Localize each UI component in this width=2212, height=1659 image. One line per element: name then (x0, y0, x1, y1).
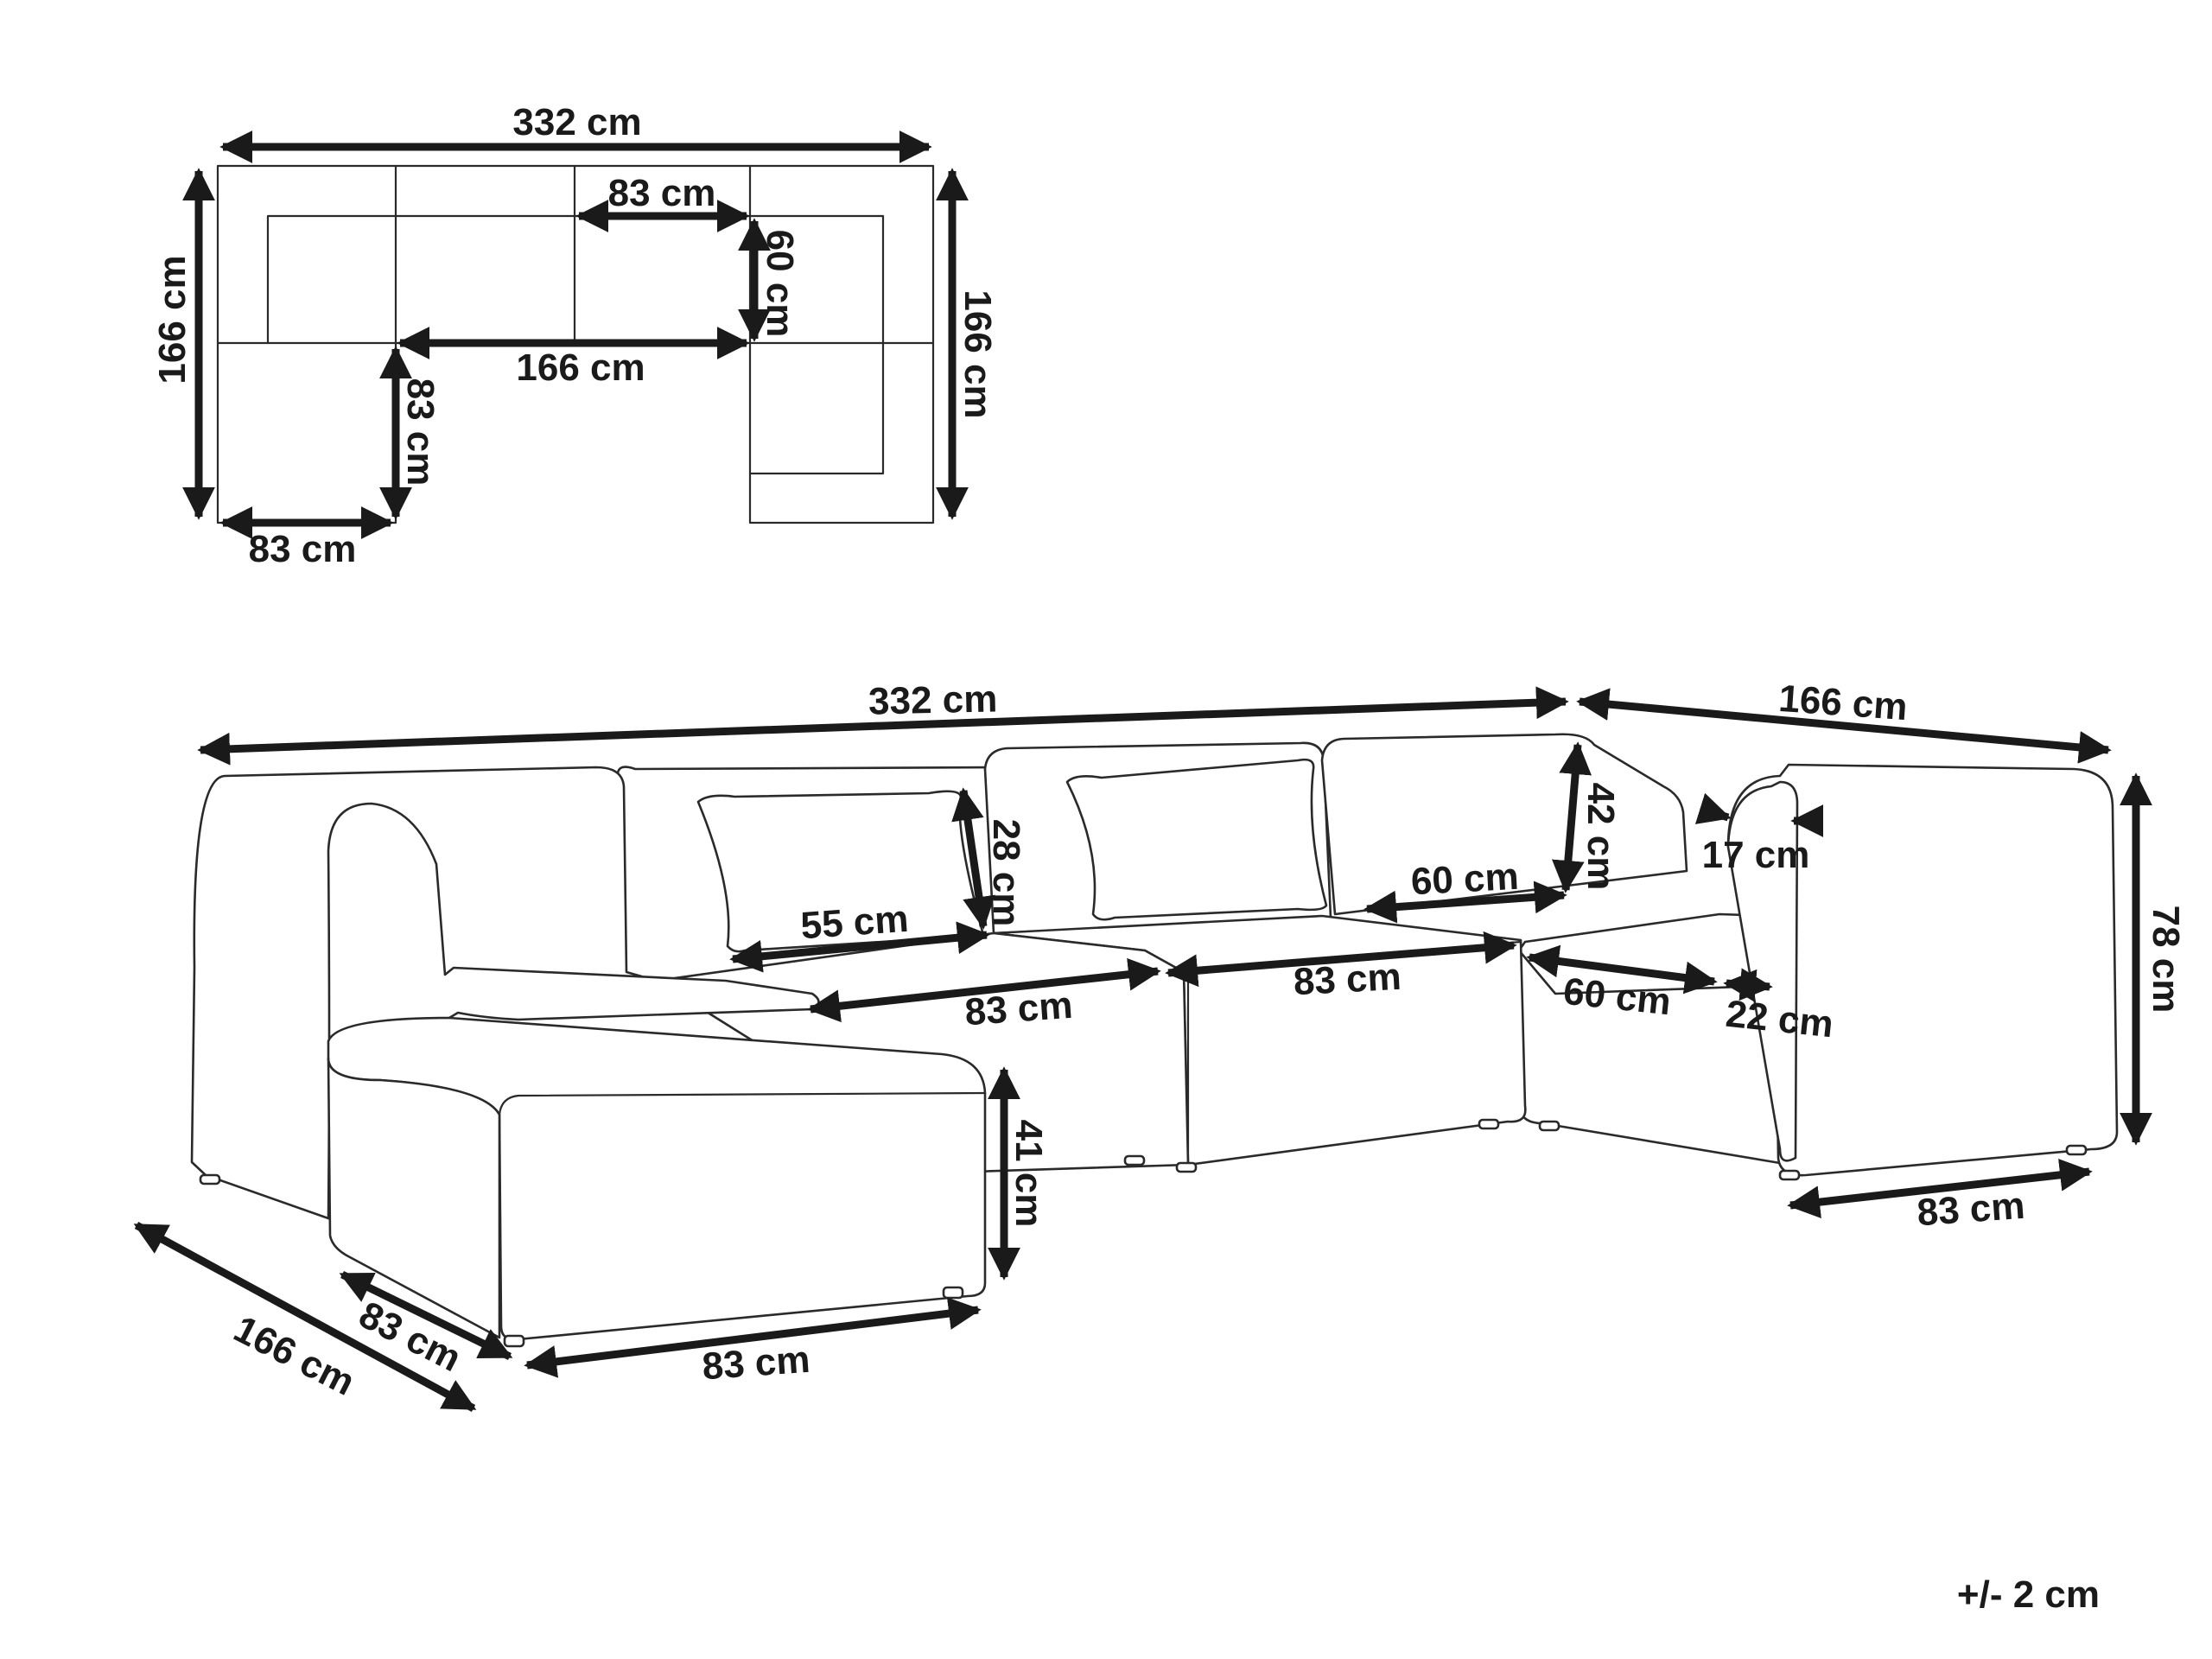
persp-module2-label: 83 cm (1293, 956, 1402, 1003)
persp-right-module-arrow (1787, 1159, 2093, 1218)
persp-total-height-label: 78 cm (2145, 906, 2187, 1014)
plan-chaise-depth-label: 83 cm (399, 378, 442, 486)
persp-right-depth-arrow (1576, 688, 2112, 764)
persp-cushion-width-label: 55 cm (799, 898, 910, 948)
persp-arm-width-label: 17 cm (1702, 834, 1810, 876)
perspective-view: 332 cm 166 cm 28 cm 55 cm 42 cm 17 cm 60… (133, 677, 2187, 1412)
persp-seat-front-arrow (1526, 944, 1718, 995)
persp-seat-back-label: 60 cm (1410, 855, 1520, 903)
persp-module1-label: 83 cm (963, 984, 1074, 1034)
plan-opening-label: 166 cm (516, 346, 645, 389)
persp-arm-width-left-arrow (1694, 792, 1732, 824)
persp-module1-arrow (807, 957, 1161, 1023)
plan-view: 332 cm 166 cm 166 cm 83 cm 60 cm 166 cm … (151, 101, 999, 570)
sofa-right-module (1517, 763, 2119, 1177)
persp-left-depth-label: 166 cm (227, 1307, 361, 1403)
persp-back-height-label: 42 cm (1580, 783, 1622, 891)
tolerance-note: +/- 2 cm (1957, 1573, 2100, 1616)
plan-width-label: 332 cm (512, 101, 641, 143)
persp-module2-arrow (1165, 931, 1517, 988)
persp-width-arrow (197, 686, 1569, 766)
plan-left-depth-label: 166 cm (151, 255, 194, 384)
persp-cushion-height-label: 28 cm (985, 819, 1027, 927)
persp-seat-back-arrow (1363, 880, 1567, 924)
persp-right-depth-label: 166 cm (1777, 677, 1909, 728)
persp-seat-height-label: 41 cm (1007, 1120, 1050, 1228)
persp-left-depth-arrow (133, 1222, 477, 1412)
persp-cushion-width-arrow (729, 921, 990, 973)
pillow-right (1065, 758, 1328, 921)
persp-cushion-height-arrow (951, 787, 995, 930)
persp-chaise-front-label: 83 cm (701, 1338, 811, 1389)
persp-arm-depth-arrow (1723, 968, 1773, 1002)
persp-chaise-front-arrow (524, 1297, 982, 1378)
plan-right-depth-label: 166 cm (957, 289, 999, 418)
persp-right-module-label: 83 cm (1916, 1185, 2026, 1235)
plan-module-width-label: 83 cm (608, 172, 716, 214)
plan-chaise-width-label: 83 cm (249, 528, 357, 570)
persp-width-label: 332 cm (868, 677, 998, 722)
plan-seat-depth-label: 60 cm (759, 230, 801, 338)
persp-back-height-arrow (1551, 741, 1592, 893)
throw-pillows (696, 758, 1328, 953)
